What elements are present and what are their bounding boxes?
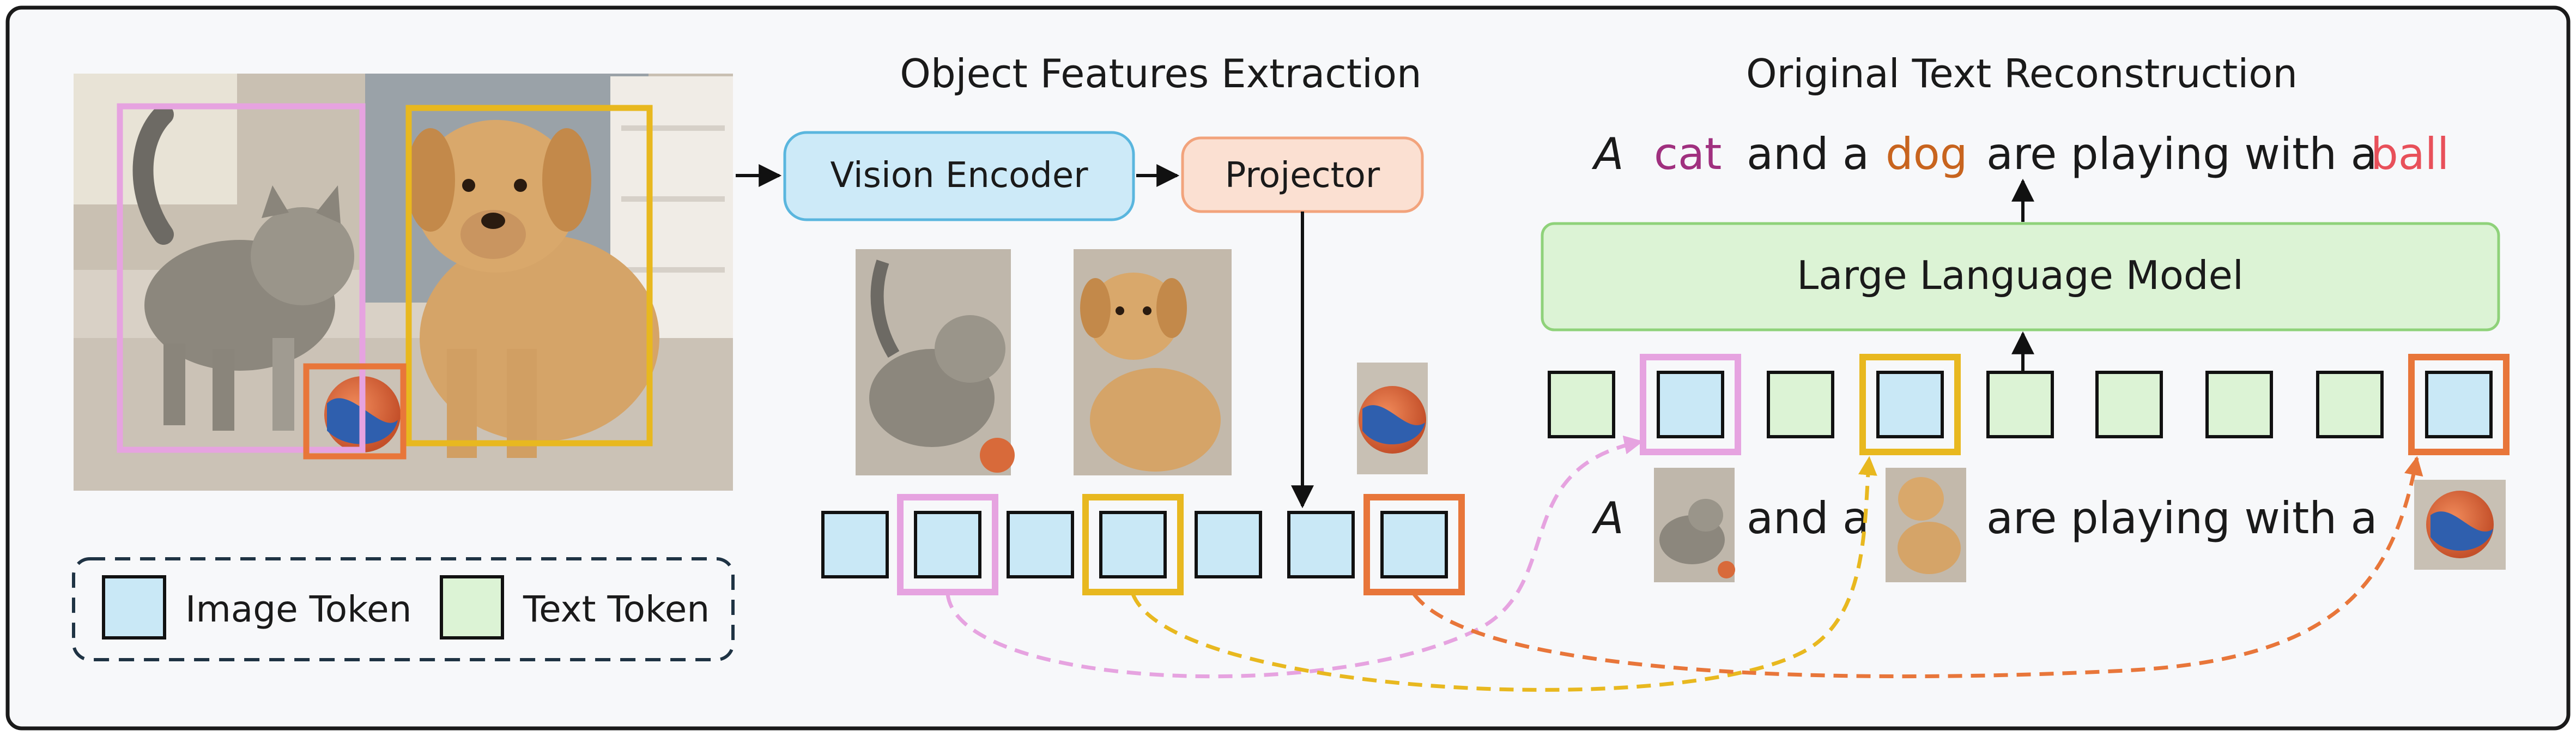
dog-image-token [1099, 511, 1167, 578]
ball-mapping-curve [1413, 456, 2423, 679]
cat-token-highlight [897, 494, 998, 595]
text-token [1986, 371, 2054, 438]
cat-slot-highlight [1640, 354, 1741, 455]
dog-token-highlight [1082, 494, 1184, 595]
projector-label: Projector [1225, 155, 1380, 196]
image-token [1287, 511, 1355, 578]
dog-crop-thumbnail [1074, 249, 1232, 475]
legend-image-token-label: Image Token [185, 588, 411, 630]
ball-slot-highlight [2408, 354, 2510, 455]
output-word-dog: dog [1886, 129, 1968, 179]
legend-text-token-swatch [440, 575, 504, 640]
vision-encoder-box [783, 131, 1135, 221]
legend-text-token-label: Text Token [523, 588, 710, 630]
legend: Image Token Text Token [72, 557, 735, 661]
ball-image-token [1380, 511, 1448, 578]
input-word: are playing with a [1986, 493, 2378, 544]
input-word: and a [1747, 493, 1869, 544]
vision-encoder-label: Vision Encoder [831, 155, 1089, 196]
text-token [2205, 371, 2273, 438]
ball-inline-image [2414, 480, 2506, 570]
dog-slot-highlight [1859, 354, 1961, 455]
image-token [1195, 511, 1262, 578]
output-word: are playing with a [1986, 129, 2378, 179]
output-word: A [1591, 129, 1624, 179]
text-token [2316, 371, 2384, 438]
output-sentence: A cat and a dog are playing with a ball [1591, 129, 2449, 179]
cat-mapping-curve [945, 435, 1644, 679]
input-sentence: A and a are playing with a [1591, 468, 2506, 582]
cat-bounding-box [117, 103, 366, 453]
ball-crop-thumbnail [1357, 363, 1428, 474]
extracted-token-row [821, 494, 1465, 595]
dog-mapping-curve [1131, 456, 1877, 692]
extraction-title: Object Features Extraction [900, 51, 1421, 96]
input-word: A [1591, 493, 1624, 544]
reconstruction-title: Original Text Reconstruction [1746, 51, 2298, 96]
llm-box [1541, 222, 2500, 331]
ball-token-highlight [1363, 494, 1465, 595]
legend-image-token-swatch [102, 575, 166, 640]
cat-figure [132, 104, 354, 431]
cat-inline-image [1654, 468, 1735, 582]
ball-image-token-slot [2425, 371, 2493, 438]
cat-image-token [914, 511, 981, 578]
output-word-ball: ball [2371, 129, 2449, 179]
ball-bounding-box [303, 363, 407, 460]
text-token [1548, 371, 1615, 438]
output-word: and a [1747, 129, 1869, 179]
dog-image-token-slot [1876, 371, 1944, 438]
image-token [821, 511, 889, 578]
dog-inline-image [1886, 468, 1966, 582]
cat-crop-thumbnail [856, 249, 1015, 475]
image-token [1007, 511, 1074, 578]
dog-figure [406, 120, 659, 458]
text-token [1767, 371, 1834, 438]
dog-bounding-box [405, 105, 653, 447]
llm-label: Large Language Model [1797, 252, 2244, 298]
cat-image-token-slot [1657, 371, 1724, 438]
llm-input-token-row [1548, 354, 2510, 455]
scene-photo [74, 74, 733, 491]
output-word-cat: cat [1654, 129, 1722, 179]
text-token [2095, 371, 2163, 438]
legend-frame [72, 557, 735, 661]
